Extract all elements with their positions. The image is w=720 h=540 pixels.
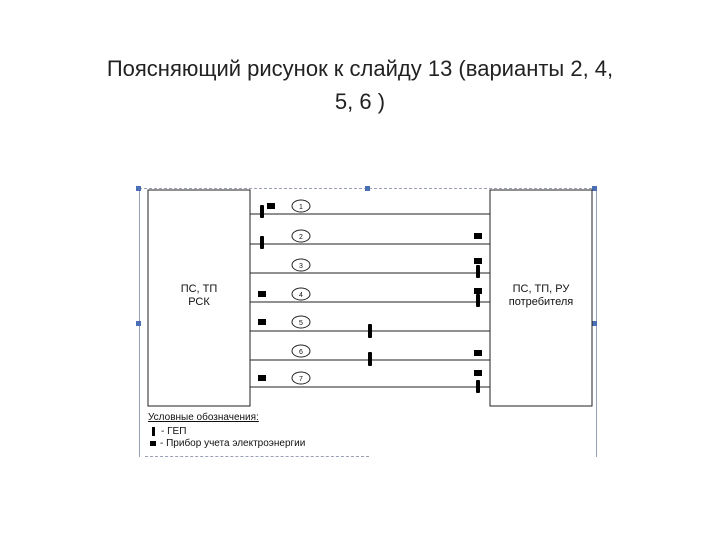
meter-marker-line-2-right [474,233,482,239]
left-box-label-line-2: РСК [188,296,210,308]
line-number-7: 7 [299,376,303,383]
line-number-3: 3 [299,263,303,270]
resize-handle-mid-right[interactable] [592,321,597,326]
right-box-label-line-2: потребителя [509,296,574,308]
resize-handle-top-center[interactable] [365,186,370,191]
meter-marker-line-4-right [474,288,482,294]
resize-handle-top-left[interactable] [136,186,141,191]
right-box-label-line-1: ПС, ТП, РУ [513,283,571,295]
legend-title: Условные обозначения: [148,412,259,423]
meter-marker-line-7-left [258,375,266,381]
meter-marker-line-3-right [474,258,482,264]
legend-meter-label: - Прибор учета электроэнергии [160,437,306,449]
tep-marker-line-7-right [476,380,480,393]
line-number-circle-6: 6 [291,344,311,358]
slide-title: Поясняющий рисунок к слайду 13 (варианты… [0,52,720,118]
legend-row-tep: - ГЕП [148,425,368,437]
meter-marker-line-5-left [258,319,266,325]
meter-marker-line-6-right [474,350,482,356]
tep-marker-line-2-left [260,236,264,249]
line-number-circle-1: 1 [291,199,311,213]
line-number-circle-3: 3 [291,258,311,272]
resize-handle-mid-left[interactable] [136,321,141,326]
left-box-label-line-1: ПС, ТП [181,283,218,295]
tep-marker-line-1-left [260,205,264,218]
line-number-1: 1 [299,204,303,211]
legend-row-meter: - Прибор учета электроэнергии [148,437,368,449]
resize-handle-top-right[interactable] [592,186,597,191]
left-substation-box [147,189,251,407]
line-number-4: 4 [299,292,303,299]
frame-bottom-edge [145,456,369,457]
title-line-2: 5, 6 ) [334,89,386,114]
legend: Условные обозначения: - ГЕП - Прибор уче… [145,412,369,457]
meter-marker-line-1-left [267,203,275,209]
title-line-1: Поясняющий рисунок к слайду 13 (варианты… [106,56,614,81]
tep-marker-line-4-right [476,294,480,307]
line-number-circle-7: 7 [291,371,311,385]
line-number-circle-2: 2 [291,229,311,243]
legend-tep-label: - ГЕП [161,425,187,437]
meter-marker-line-7-right [474,370,482,376]
line-number-2: 2 [299,234,303,241]
tep-marker-line-3-right [476,265,480,278]
tep-marker-line-5-mid [368,324,372,338]
meter-symbol-icon [150,440,156,446]
line-number-5: 5 [299,320,303,327]
line-number-6: 6 [299,349,303,356]
tep-symbol-icon [152,426,155,436]
meter-marker-line-4-left [258,291,266,297]
right-substation-box [489,189,593,407]
tep-marker-line-6-mid [368,352,372,366]
line-number-circle-4: 4 [291,287,311,301]
line-number-circle-5: 5 [291,315,311,329]
